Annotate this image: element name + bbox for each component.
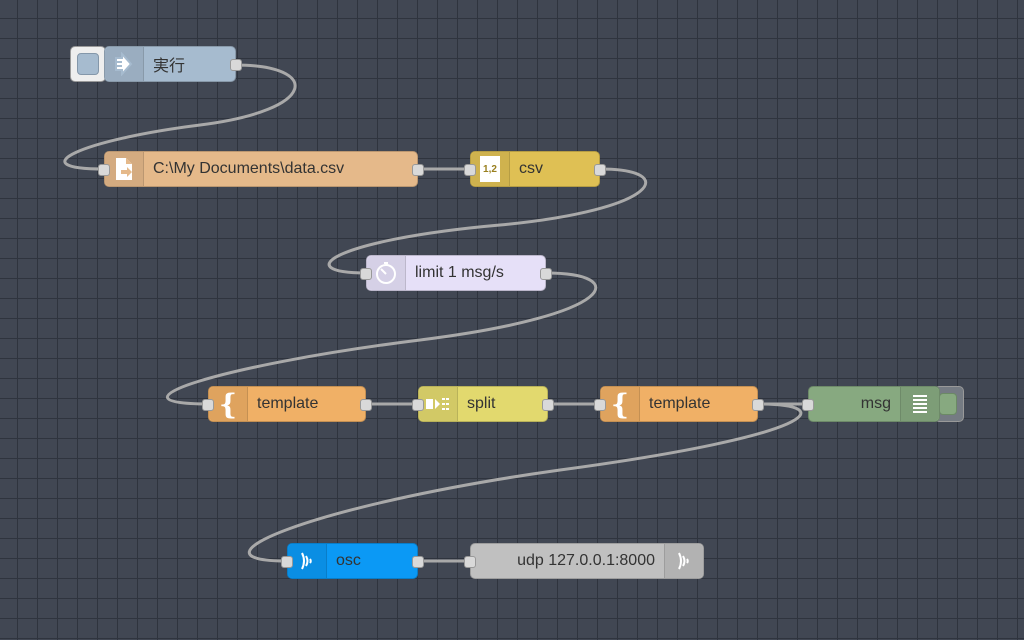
udp-wave-icon xyxy=(664,544,703,578)
arrow-in-icon xyxy=(105,47,144,81)
wire-inject-to-file[interactable] xyxy=(63,63,297,171)
debug-toggle-inner[interactable] xyxy=(939,393,957,415)
osc-node-label: osc xyxy=(336,552,361,569)
template-icon: { xyxy=(601,387,640,421)
timer-icon xyxy=(367,256,406,290)
file-in-input-port[interactable] xyxy=(98,164,110,176)
udp-out-node[interactable]: udp 127.0.0.1:8000 xyxy=(464,543,704,579)
delay-node-label: limit 1 msg/s xyxy=(415,264,504,281)
debug-list-icon xyxy=(900,387,939,421)
template-node-1-label: template xyxy=(257,395,319,412)
inject-trigger-inner[interactable] xyxy=(77,53,99,75)
template-node-2[interactable]: { template xyxy=(594,386,764,422)
delay-input-port[interactable] xyxy=(360,268,372,280)
inject-node[interactable]: 実行 xyxy=(104,46,242,82)
file-in-output-port[interactable] xyxy=(412,164,424,176)
wire-delay-to-template1[interactable] xyxy=(166,271,598,406)
debug-node[interactable]: msg xyxy=(802,386,940,422)
wire-csv-to-delay[interactable] xyxy=(327,167,648,275)
wire-template2-to-osc[interactable] xyxy=(248,402,803,563)
template-1-output-port[interactable] xyxy=(360,399,372,411)
template-node-2-label: template xyxy=(649,395,711,412)
template-node-1[interactable]: { template xyxy=(202,386,372,422)
udp-out-input-port[interactable] xyxy=(464,556,476,568)
inject-trigger-button[interactable] xyxy=(70,46,106,82)
template-2-input-port[interactable] xyxy=(594,399,606,411)
split-icon xyxy=(419,387,458,421)
inject-output-port[interactable] xyxy=(230,59,242,71)
csv-output-port[interactable] xyxy=(594,164,606,176)
file-in-icon xyxy=(105,152,144,186)
csv-input-port[interactable] xyxy=(464,164,476,176)
osc-input-port[interactable] xyxy=(281,556,293,568)
osc-output-port[interactable] xyxy=(412,556,424,568)
csv-node-label: csv xyxy=(519,160,543,177)
template-icon: { xyxy=(209,387,248,421)
debug-input-port[interactable] xyxy=(802,399,814,411)
split-node-label: split xyxy=(467,395,496,412)
debug-node-label: msg xyxy=(860,395,891,412)
osc-wave-icon xyxy=(288,544,327,578)
split-input-port[interactable] xyxy=(412,399,424,411)
file-in-node-label: C:\My Documents\data.csv xyxy=(153,160,345,177)
csv-node[interactable]: 1,2 csv xyxy=(464,151,606,187)
inject-node-label: 実行 xyxy=(153,58,186,75)
csv-icon: 1,2 xyxy=(471,152,510,186)
delay-node[interactable]: limit 1 msg/s xyxy=(360,255,552,291)
osc-node[interactable]: osc xyxy=(281,543,424,579)
template-2-output-port[interactable] xyxy=(752,399,764,411)
split-output-port[interactable] xyxy=(542,399,554,411)
file-in-node[interactable]: C:\My Documents\data.csv xyxy=(98,151,424,187)
template-1-input-port[interactable] xyxy=(202,399,214,411)
udp-out-node-label: udp 127.0.0.1:8000 xyxy=(517,552,655,569)
delay-output-port[interactable] xyxy=(540,268,552,280)
split-node[interactable]: split xyxy=(412,386,554,422)
